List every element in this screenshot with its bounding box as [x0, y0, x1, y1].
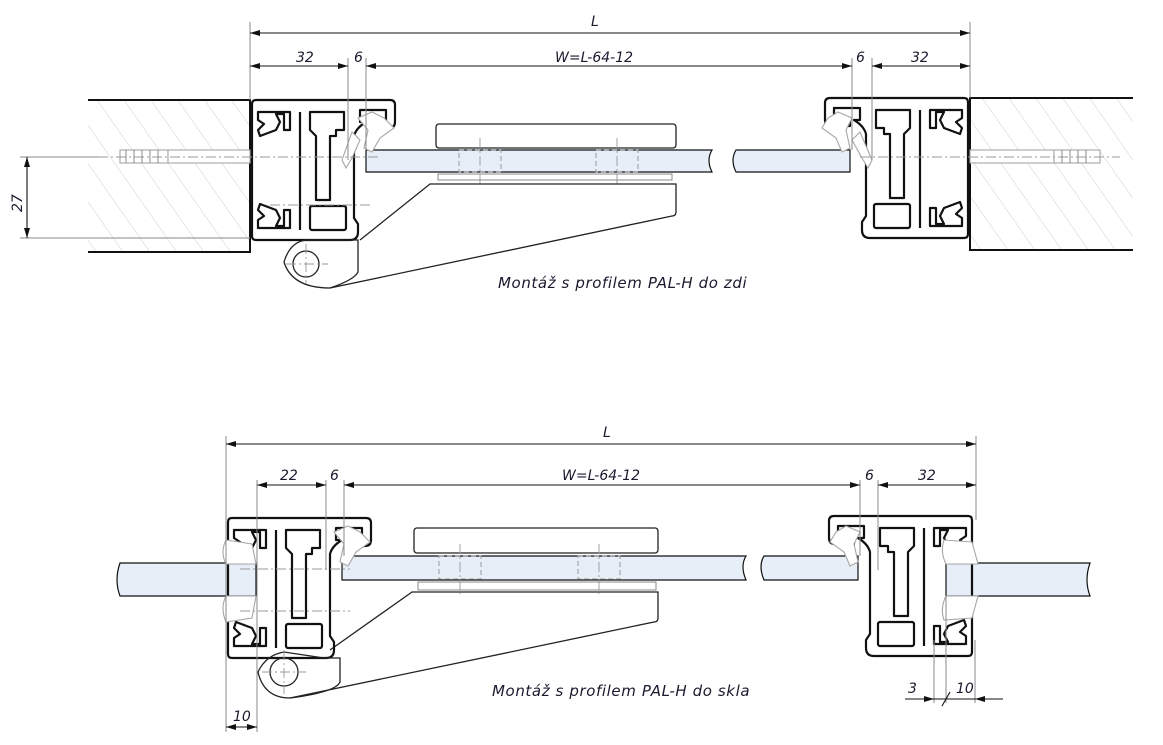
dim-top-left-profile: 32: [296, 50, 314, 66]
glass-panel-bottom: [341, 555, 748, 581]
dim-top-right-profile: 32: [911, 50, 929, 66]
top-assembly: L 32 6 W=L-64-12 6 32 27 Montáž s profil…: [10, 14, 1133, 292]
left-anchor: [119, 149, 251, 164]
right-anchor: [969, 149, 1101, 164]
dim-bottom-left-profile: 22: [280, 468, 298, 484]
dim-top-glass-width: W=L-64-12: [555, 50, 633, 66]
dim-bottom-right-gap: 6: [865, 468, 874, 484]
glass-panel-bottom-right: [760, 555, 859, 581]
dim-top-left-gap: 6: [354, 50, 363, 66]
glass-panel: [365, 149, 714, 173]
dim-bottom-right-offset: 3: [908, 681, 917, 697]
left-fixed-glass: [116, 562, 257, 597]
right-fixed-glass: [945, 562, 1091, 597]
glass-panel-right: [732, 149, 851, 173]
dim-top-right-gap: 6: [856, 50, 865, 66]
bottom-assembly: L 22 6 W=L-64-12 6 32 10 3 10 Montáž s p…: [116, 425, 1091, 732]
hinge-cover-bottom: [413, 527, 659, 554]
dim-bottom-overall: L: [603, 425, 611, 441]
dim-bottom-right-profile: 32: [918, 468, 936, 484]
dim-bottom-left-gap: 6: [330, 468, 339, 484]
caption-top: Montáž s profilem PAL-H do zdi: [498, 274, 747, 292]
caption-bottom: Montáž s profilem PAL-H do skla: [492, 682, 750, 700]
dim-top-anchor-height: 27: [10, 194, 26, 212]
dim-bottom-glass-width: W=L-64-12: [562, 468, 640, 484]
dim-bottom-left-insert: 10: [233, 709, 251, 725]
dim-top-overall: L: [591, 14, 599, 30]
hinge-cover: [435, 123, 677, 149]
right-wall: [969, 97, 1133, 251]
left-wall: [88, 99, 251, 253]
dim-bottom-right-insert: 10: [956, 681, 974, 697]
